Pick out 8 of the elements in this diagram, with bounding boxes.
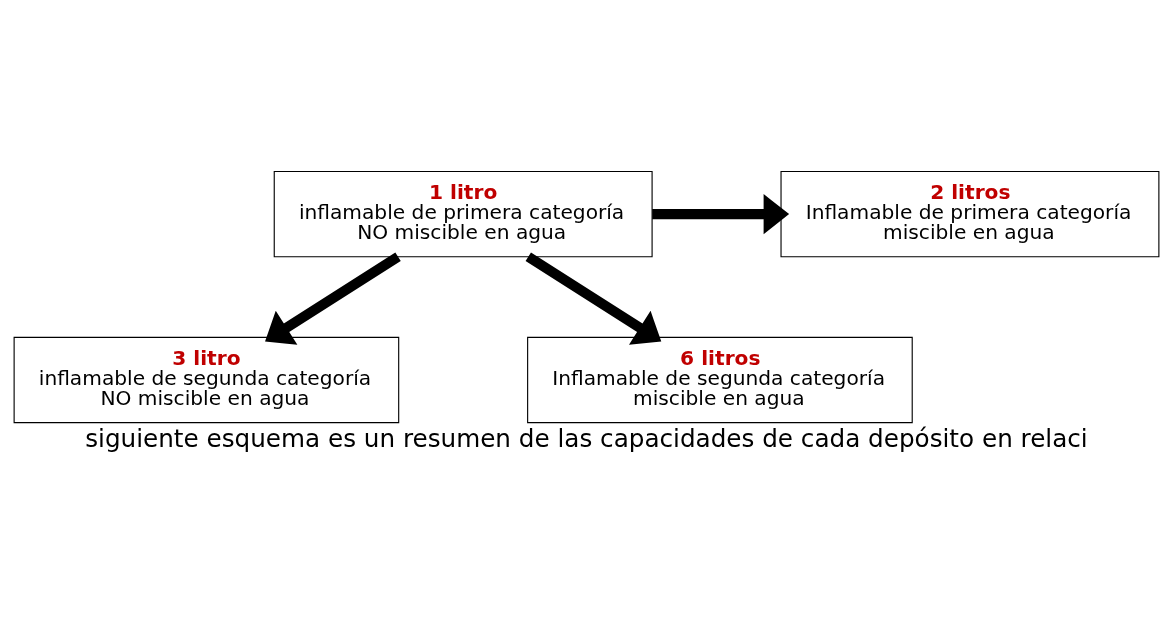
node-box: 6 litros Inflamable de segunda categoría miscible en agua (527, 336, 913, 423)
node-box: 2 litros Inflamable de primera categoría miscible en agua (780, 170, 1160, 257)
arrow (265, 251, 401, 345)
arrow (652, 193, 790, 234)
node-box: 1 litro inflamable de primera categoría NO miscible en agua (273, 170, 653, 257)
node-box: 3 litro inflamable de segunda categoría NO miscible en agua (13, 336, 400, 423)
caption: siguiente esquema es un resumen de las capacidades de cada depósito en relaci (85, 423, 1088, 453)
arrow (525, 251, 662, 345)
